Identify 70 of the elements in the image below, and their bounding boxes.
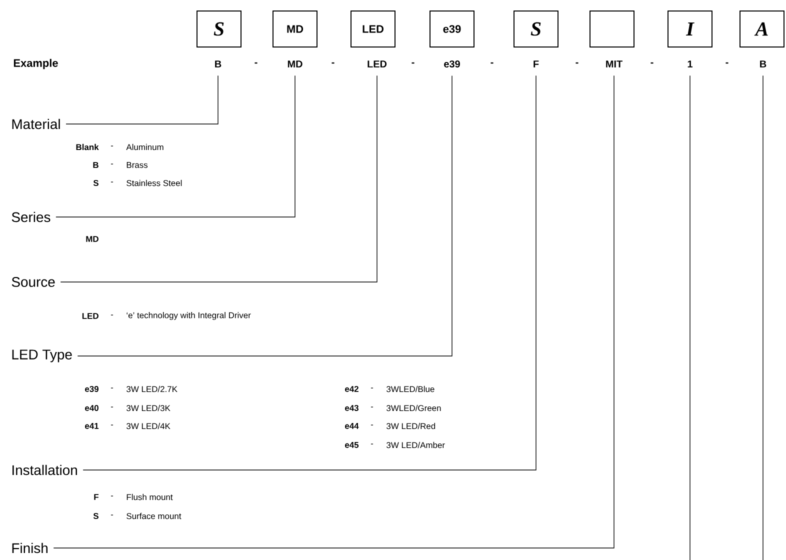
leader-line xyxy=(60,75,378,282)
option-code: S xyxy=(93,513,98,519)
option-description: 3W LED/2.7K xyxy=(126,386,178,392)
option-code: F xyxy=(94,494,98,500)
handwritten-box: I xyxy=(668,10,712,48)
option-code: Blank xyxy=(76,144,99,150)
option-code: S xyxy=(93,180,98,186)
option-code: e44 xyxy=(345,423,359,429)
leader-line xyxy=(762,75,764,560)
option-code: MD xyxy=(86,236,98,242)
option-description: 3W LED/3K xyxy=(126,404,170,412)
section-heading: Finish xyxy=(12,542,48,554)
leader-line xyxy=(77,75,452,356)
leader-line xyxy=(56,75,296,218)
separator-dash: - xyxy=(490,62,494,64)
separator-dash: - xyxy=(650,62,654,64)
leader-line xyxy=(53,75,614,548)
option-code: e39 xyxy=(85,386,98,392)
code-text: e39 xyxy=(444,60,460,68)
handwritten-box: MD xyxy=(272,10,318,48)
option-code: e41 xyxy=(85,423,99,429)
option-description: 3W LED/Amber xyxy=(386,442,445,448)
handwritten-box: LED xyxy=(350,10,396,48)
code-text: F xyxy=(534,60,539,68)
code-text: 1 xyxy=(688,60,692,68)
option-code: e42 xyxy=(345,386,358,392)
option-description: Aluminum xyxy=(126,144,164,150)
section-heading: Series xyxy=(12,212,50,222)
separator-dash: - xyxy=(726,62,728,64)
separator-dash: - xyxy=(576,62,578,64)
option-description: 3W LED/4K xyxy=(126,422,170,430)
option-description: 3WLED/Blue xyxy=(386,386,434,392)
separator-dash: - xyxy=(110,514,114,516)
separator-dash: - xyxy=(110,314,114,316)
leader-line xyxy=(82,75,536,470)
separator-dash: - xyxy=(254,62,258,64)
option-code: LED xyxy=(82,313,98,319)
handwritten-box: e39 xyxy=(430,10,474,48)
separator-dash: - xyxy=(370,406,374,408)
separator-dash: - xyxy=(110,406,114,408)
option-description: 3WLED/Green xyxy=(386,404,441,412)
empty-box xyxy=(590,10,634,48)
section-heading: Installation xyxy=(12,464,77,476)
option-code: e40 xyxy=(85,405,98,411)
option-code: B xyxy=(93,162,98,168)
code-text: MD xyxy=(288,60,302,68)
code-text: LED xyxy=(368,60,387,68)
section-heading: Source xyxy=(12,277,55,287)
code-text: B xyxy=(760,60,766,68)
handwritten-box: S xyxy=(514,10,558,48)
section-heading: Material xyxy=(12,118,60,130)
separator-dash: - xyxy=(110,424,114,426)
option-description: Brass xyxy=(126,162,148,168)
option-description: Stainless Steel xyxy=(126,180,182,186)
section-heading: LED Type xyxy=(12,350,72,362)
handwritten-box: S xyxy=(196,10,242,48)
label-text: Example xyxy=(14,58,58,70)
option-code: e45 xyxy=(345,442,359,448)
option-description: Surface mount xyxy=(126,512,182,520)
option-description: ‘e’ technology with Integral Driver xyxy=(126,312,251,320)
code-text: MIT xyxy=(606,60,622,68)
handwritten-box: A xyxy=(740,10,784,48)
option-description: 3W LED/Red xyxy=(386,422,436,430)
separator-dash: - xyxy=(370,424,374,426)
option-description: Flush mount xyxy=(126,494,173,500)
separator-dash: - xyxy=(412,62,414,64)
option-code: e43 xyxy=(345,405,358,411)
code-text: B xyxy=(215,60,222,68)
leader-line xyxy=(66,75,218,124)
separator-dash: - xyxy=(332,62,334,64)
